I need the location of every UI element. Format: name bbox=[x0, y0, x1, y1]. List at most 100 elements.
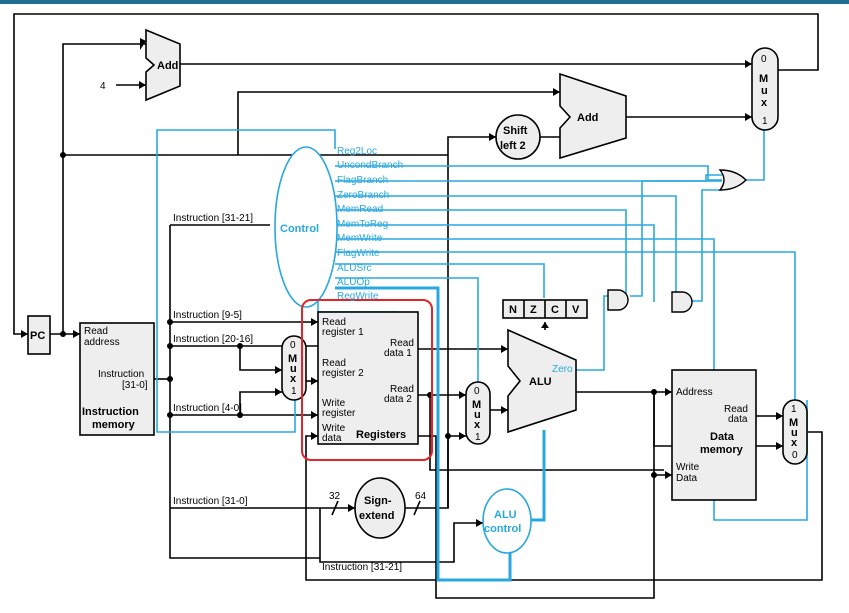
pc-mux: 0 M u x 1 bbox=[751, 47, 779, 131]
instruction-field-labels: Instruction [31-21] Instruction [9-5] In… bbox=[173, 213, 402, 573]
pc-mux-m: M bbox=[759, 73, 768, 85]
instruction-memory: Read address Instruction [31-0] Instruct… bbox=[79, 322, 155, 436]
pc-mux-x: x bbox=[761, 97, 768, 109]
flag-n: N bbox=[509, 304, 517, 316]
svg-text:data 2: data 2 bbox=[384, 394, 412, 405]
svg-text:1: 1 bbox=[791, 404, 797, 415]
highlight-box bbox=[301, 299, 433, 461]
data-memory: Address Read data Data memory Write Data bbox=[671, 369, 757, 501]
svg-text:data 1: data 1 bbox=[384, 348, 412, 359]
field-31-21-top: Instruction [31-21] bbox=[173, 213, 253, 224]
svg-text:Read: Read bbox=[322, 317, 346, 328]
flag-v: V bbox=[572, 304, 580, 316]
svg-text:Read: Read bbox=[390, 384, 414, 395]
register-file: Read register 1 Read register 2 Write re… bbox=[317, 311, 419, 445]
junction-dots bbox=[60, 152, 657, 478]
flag-z: Z bbox=[530, 304, 537, 316]
signal-uncondbranch: UncondBranch bbox=[337, 160, 403, 171]
control-label: Control bbox=[280, 223, 319, 235]
svg-text:register 2: register 2 bbox=[322, 368, 364, 379]
field-4-0: Instruction [4-0] bbox=[173, 403, 242, 414]
svg-text:Instruction: Instruction bbox=[98, 369, 144, 380]
svg-text:M: M bbox=[472, 399, 481, 411]
field-31-0: Instruction [31-0] bbox=[173, 496, 248, 507]
svg-text:ALU: ALU bbox=[494, 509, 517, 521]
field-31-21-bot: Instruction [31-21] bbox=[322, 562, 402, 573]
pc-adder: Add bbox=[145, 28, 181, 102]
svg-text:u: u bbox=[791, 427, 798, 439]
svg-text:Sign-: Sign- bbox=[364, 495, 392, 507]
alu: ALU Zero bbox=[507, 328, 577, 434]
pc-mux-0: 0 bbox=[761, 54, 767, 65]
svg-text:[31-0]: [31-0] bbox=[122, 380, 148, 391]
and-gate-1 bbox=[607, 289, 629, 311]
svg-text:1: 1 bbox=[291, 386, 297, 397]
svg-text:Data: Data bbox=[710, 431, 735, 443]
svg-text:u: u bbox=[290, 363, 297, 375]
svg-text:Address: Address bbox=[676, 387, 713, 398]
signal-memtoreg: MemToReg bbox=[337, 219, 388, 230]
datapath-wires bbox=[13, 13, 823, 599]
svg-text:memory: memory bbox=[700, 444, 744, 456]
svg-text:x: x bbox=[791, 437, 798, 449]
svg-text:Write: Write bbox=[322, 423, 346, 434]
field-20-16: Instruction [20-16] bbox=[173, 334, 253, 345]
branch-adder: Add bbox=[559, 72, 627, 160]
svg-text:M: M bbox=[789, 417, 798, 429]
bits-32: 32 bbox=[329, 491, 341, 502]
control-signal-labels: Reg2Loc UncondBranch FlagBranch ZeroBran… bbox=[337, 146, 403, 302]
svg-text:Read: Read bbox=[390, 338, 414, 349]
svg-text:Read: Read bbox=[84, 326, 108, 337]
signal-zerobranch: ZeroBranch bbox=[337, 190, 389, 201]
svg-text:0: 0 bbox=[474, 386, 480, 397]
memtoreg-mux: 1 M u x 0 bbox=[782, 399, 808, 465]
svg-text:0: 0 bbox=[290, 340, 296, 351]
top-bar bbox=[0, 0, 849, 4]
svg-text:address: address bbox=[84, 337, 120, 348]
arrowheads bbox=[21, 38, 783, 527]
signal-reg2loc: Reg2Loc bbox=[337, 146, 377, 157]
alu-control: ALU control bbox=[482, 488, 532, 554]
pc-mux-u: u bbox=[761, 85, 768, 97]
alusrc-mux: 0 M u x 1 bbox=[465, 381, 491, 445]
svg-text:memory: memory bbox=[92, 419, 136, 431]
svg-text:Data: Data bbox=[676, 473, 698, 484]
signal-regwrite: RegWrite bbox=[337, 291, 379, 302]
pc-adder-label: Add bbox=[157, 60, 178, 72]
bits-64: 64 bbox=[415, 491, 427, 502]
reg2loc-mux: 0 M u x 1 bbox=[281, 335, 307, 401]
svg-text:data: data bbox=[728, 414, 748, 425]
branch-adder-label: Add bbox=[577, 112, 598, 124]
svg-text:register 1: register 1 bbox=[322, 327, 364, 338]
svg-text:extend: extend bbox=[359, 510, 394, 522]
signal-aluop: ALUOp bbox=[337, 277, 370, 288]
signal-alusrc: ALUSrc bbox=[337, 263, 371, 274]
svg-text:data: data bbox=[322, 433, 342, 444]
shift-label-2: left 2 bbox=[500, 140, 526, 152]
pc-mux-1: 1 bbox=[762, 116, 768, 127]
svg-text:control: control bbox=[484, 523, 521, 535]
signal-flagbranch: FlagBranch bbox=[337, 175, 388, 186]
svg-text:Registers: Registers bbox=[356, 429, 406, 441]
zero-label: Zero bbox=[552, 364, 573, 375]
signal-memread: MemRead bbox=[337, 204, 383, 215]
shift-left-2: Shift left 2 bbox=[495, 114, 541, 160]
svg-text:Write: Write bbox=[322, 398, 346, 409]
svg-text:u: u bbox=[474, 409, 481, 421]
svg-text:Read: Read bbox=[322, 358, 346, 369]
svg-text:x: x bbox=[474, 419, 481, 431]
and-gate-2 bbox=[671, 291, 693, 313]
svg-text:1: 1 bbox=[475, 432, 481, 443]
svg-text:Write: Write bbox=[676, 462, 700, 473]
svg-text:0: 0 bbox=[792, 450, 798, 461]
svg-text:register: register bbox=[322, 408, 356, 419]
shift-label-1: Shift bbox=[503, 125, 528, 137]
field-9-5: Instruction [9-5] bbox=[173, 310, 242, 321]
alu-label: ALU bbox=[529, 376, 552, 388]
svg-text:M: M bbox=[288, 353, 297, 365]
signal-flagwrite: FlagWrite bbox=[337, 248, 380, 259]
pc-register: PC bbox=[27, 315, 51, 355]
pc-label: PC bbox=[30, 330, 45, 342]
svg-text:Instruction: Instruction bbox=[82, 406, 139, 418]
